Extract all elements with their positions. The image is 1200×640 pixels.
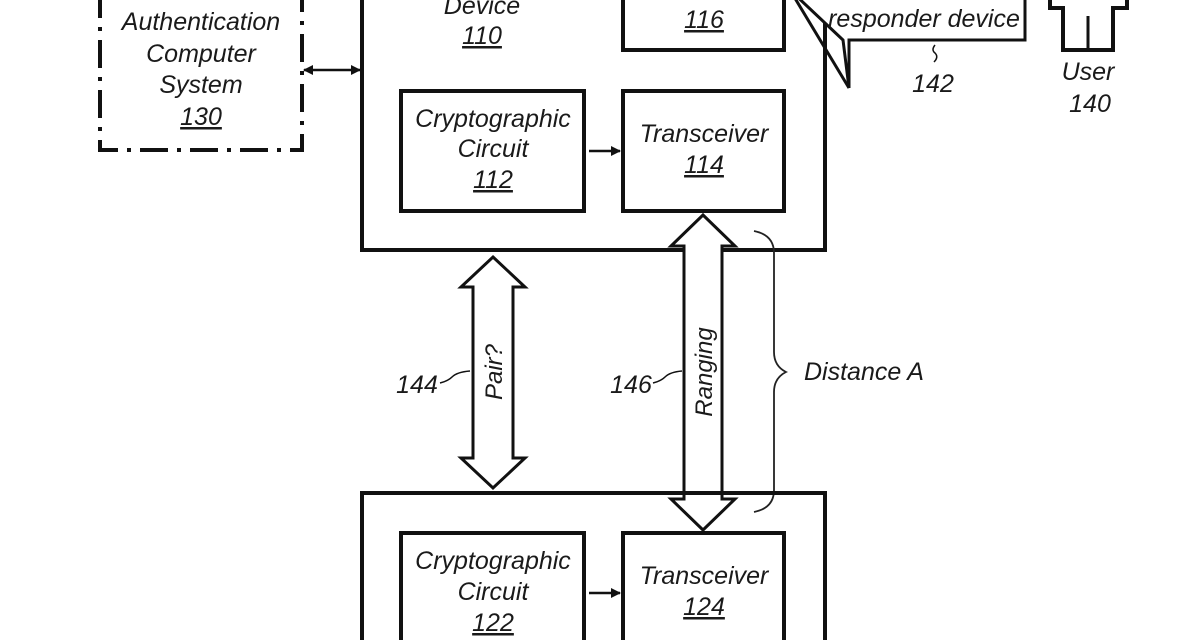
crypto-122-label-line1: Cryptographic (415, 547, 571, 575)
ranging-arrow-label: Ranging (691, 327, 718, 417)
crypto-circuit-122-box: Cryptographic Circuit 122 (399, 531, 586, 640)
device-110-ref: 110 (462, 22, 502, 50)
transceiver-114-ref: 114 (684, 151, 724, 179)
auth-system-ref: 130 (180, 103, 222, 131)
crypto-112-label-line2: Circuit (458, 135, 530, 163)
pair-arrow: Pair? 144 (396, 254, 529, 491)
responder-device-box (360, 491, 827, 640)
pair-arrow-leader (439, 370, 471, 384)
transceiver-124-label: Transceiver (640, 562, 770, 590)
pair-arrow-label: Pair? (481, 343, 508, 400)
crypto-112-ref: 112 (473, 166, 513, 194)
user-icon: User 140 (1048, 0, 1129, 118)
speech-bubble-ref: 142 (912, 70, 954, 98)
crypto-122-ref: 122 (472, 609, 514, 637)
distance-brace: Distance A (753, 230, 924, 513)
speech-bubble-text: responder device (828, 5, 1020, 33)
ranging-arrow-ref: 146 (610, 371, 652, 399)
authentication-computer-system-box: Authentication Computer System 130 (98, 0, 304, 152)
initiator-device-box: Device 110 (360, 0, 827, 252)
speech-bubble: responder device 142 (794, 0, 1027, 98)
device-110-label: Device (444, 0, 520, 20)
transceiver-114-box: Transceiver 114 (621, 89, 786, 213)
auth-system-label-line3: System (159, 71, 242, 99)
pair-arrow-ref: 144 (396, 371, 438, 399)
crypto-122-label-line2: Circuit (458, 578, 530, 606)
transceiver-124-ref: 124 (683, 593, 725, 621)
transceiver-124-box: Transceiver 124 (621, 531, 786, 640)
ranging-arrow-leader (652, 370, 683, 384)
crypto-circuit-112-box: Cryptographic Circuit 112 (399, 89, 586, 213)
component-116-ref: 116 (684, 6, 724, 34)
auth-system-label-line1: Authentication (120, 8, 280, 36)
crypto-112-label-line1: Cryptographic (415, 105, 571, 133)
user-label: User (1062, 58, 1116, 86)
user-ref: 140 (1069, 90, 1111, 118)
component-116-box: 116 (621, 0, 786, 52)
distance-label: Distance A (804, 358, 924, 386)
speech-bubble-leader (932, 44, 938, 63)
transceiver-114-label: Transceiver (640, 120, 770, 148)
ranging-arrow: Ranging 146 (610, 212, 739, 533)
auth-system-label-line2: Computer (146, 40, 257, 68)
